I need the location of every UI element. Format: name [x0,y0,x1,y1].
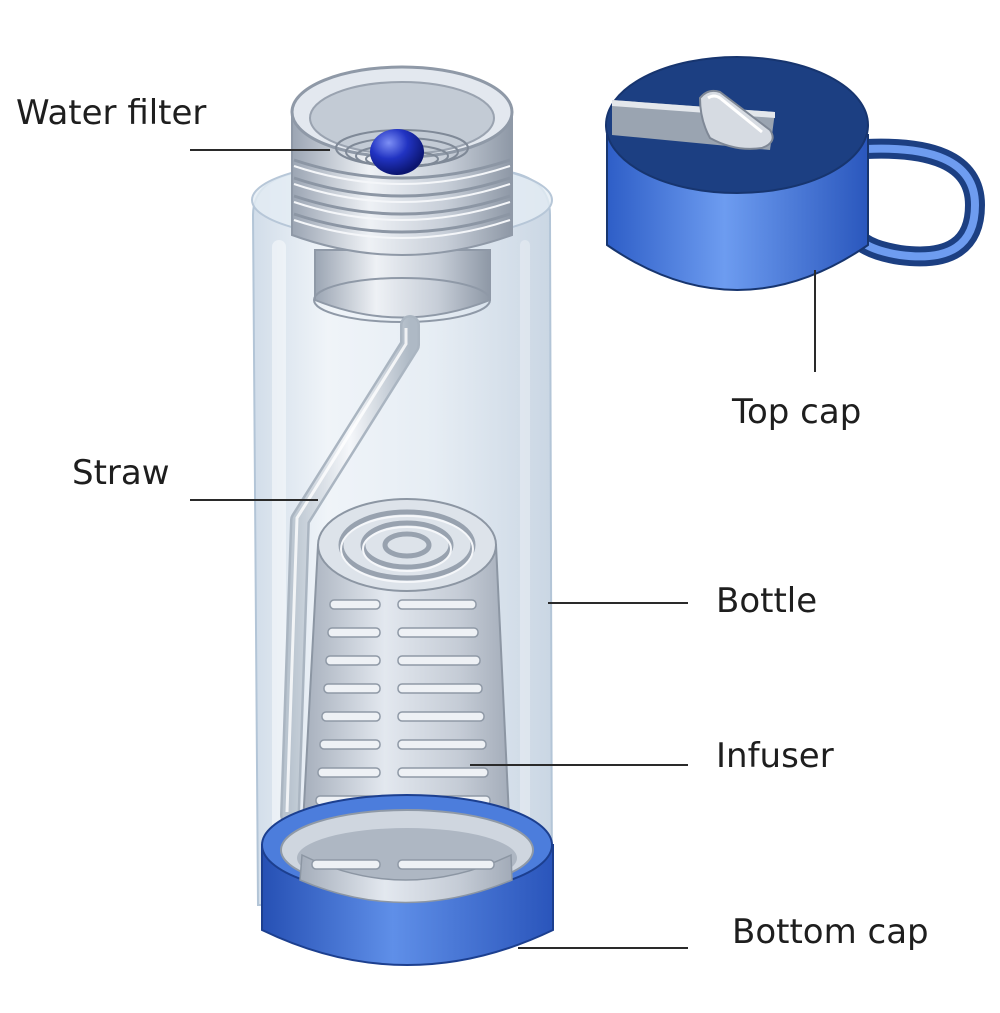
label-top-cap: Top cap [732,392,862,432]
label-infuser: Infuser [716,736,834,776]
label-water-filter: Water filter [16,93,207,133]
straw [280,315,420,825]
label-straw: Straw [72,453,170,493]
label-bottom-cap: Bottom cap [732,912,929,952]
water-filter [290,65,514,323]
bottom-cap [261,794,554,966]
label-bottle: Bottle [716,581,818,621]
leader-lines [190,149,816,949]
top-cap [605,56,986,291]
filter-button [370,129,424,175]
